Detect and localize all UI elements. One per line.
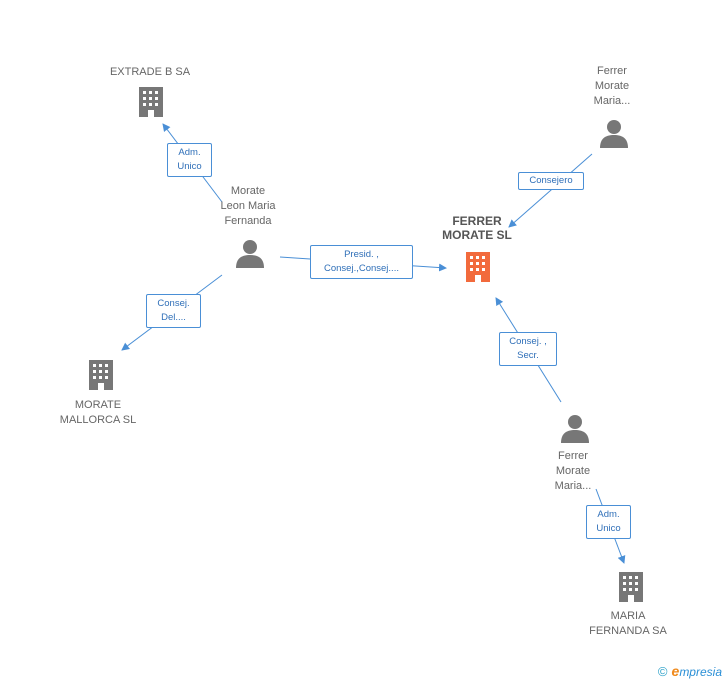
building-icon-focus[interactable]	[463, 250, 493, 284]
building-icon[interactable]	[616, 570, 646, 604]
node-label-line: Morate	[555, 465, 591, 477]
building-icon[interactable]	[136, 85, 166, 119]
edge-label-line: Adm.	[597, 509, 620, 520]
person-icon[interactable]	[599, 118, 629, 148]
edge-label-line: Unico	[177, 161, 202, 172]
copyright-symbol: ©	[657, 664, 668, 679]
edge-label-consej-secr[interactable]: Consej. , Secr.	[499, 332, 557, 366]
node-label-line: Morate	[230, 185, 266, 197]
edge-label-line: Del....	[161, 312, 186, 323]
person-icon[interactable]	[560, 413, 590, 443]
node-label-line: Ferrer	[558, 450, 588, 462]
node-label-ferrer-top: Ferrer Morate Maria...	[594, 64, 631, 109]
node-label-morate-leon: Morate Leon Maria Fernanda	[220, 184, 275, 229]
node-label-line: Maria...	[593, 95, 631, 107]
node-label-extradeb: EXTRADE B SA	[110, 65, 190, 80]
node-label-line: MALLORCA SL	[59, 414, 137, 426]
node-label-morate-mallorca: MORATE MALLORCA SL	[60, 398, 136, 428]
edge-label-consejero[interactable]: Consejero	[518, 172, 584, 190]
node-label-line: Maria...	[554, 480, 592, 492]
edge-label-line: Presid. ,	[344, 249, 379, 260]
node-label-maria-fernanda: MARIA FERNANDA SA	[589, 609, 667, 639]
node-label-line: EXTRADE B SA	[109, 66, 191, 78]
edge-label-line: Consejero	[529, 175, 573, 186]
edge-label-line: Secr.	[517, 350, 539, 361]
edge-label-line: Unico	[596, 523, 621, 534]
edge-label-line: Consej. ,	[509, 336, 547, 347]
node-label-ferrer-bottom: Ferrer Morate Maria...	[555, 449, 592, 494]
brand-name: mpresia	[679, 665, 722, 679]
brand-initial: e	[671, 663, 680, 679]
edge-label-presid-consej[interactable]: Presid. , Consej.,Consej....	[310, 245, 413, 279]
brand-logo: ©empresia	[658, 663, 722, 679]
node-label-line: Fernanda	[224, 215, 272, 227]
building-icon[interactable]	[86, 358, 116, 392]
node-label-line: MORATE	[74, 399, 122, 411]
node-label-line: Morate	[594, 80, 630, 92]
node-label-line: MORATE SL	[442, 228, 512, 242]
edge-ferrertop-ferrer-sl	[508, 153, 593, 228]
node-label-line: MARIA	[610, 610, 646, 622]
edge-label-line: Consej.,Consej....	[324, 263, 399, 274]
node-label-line: Leon Maria	[220, 200, 276, 212]
person-icon[interactable]	[235, 238, 265, 268]
edge-label-adm-unico[interactable]: Adm. Unico	[167, 143, 212, 177]
node-label-ferrer-morate-sl: FERRER MORATE SL	[442, 214, 512, 242]
edge-label-line: Adm.	[178, 147, 201, 158]
edge-label-adm-unico-2[interactable]: Adm. Unico	[586, 505, 631, 539]
edge-label-consej-del[interactable]: Consej. Del....	[146, 294, 201, 328]
node-label-line: FERRER	[452, 214, 502, 228]
edge-label-line: Consej.	[157, 298, 190, 309]
node-label-line: Ferrer	[597, 65, 627, 77]
node-label-line: FERNANDA SA	[589, 625, 667, 637]
